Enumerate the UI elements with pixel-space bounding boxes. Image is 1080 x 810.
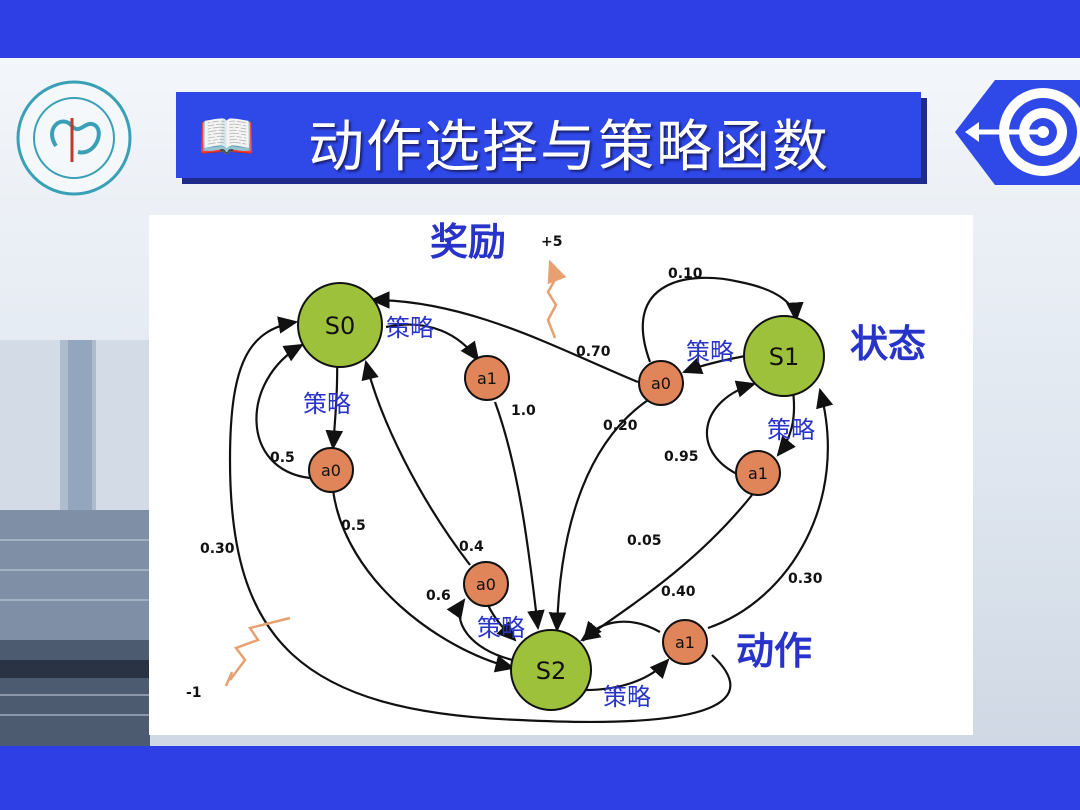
policy-label-3: 策略 — [686, 338, 734, 366]
state-label-s2: S2 — [536, 657, 567, 685]
policy-label-6: 策略 — [603, 683, 651, 711]
prob-030-right: 0.30 — [788, 571, 823, 587]
reward-arrow-plus5 — [546, 259, 567, 339]
bottom-band — [0, 746, 1080, 810]
prob-04: 0.4 — [459, 539, 484, 555]
action-label-a1-bottom: a1 — [675, 633, 695, 652]
edge-s2-a0 — [446, 598, 514, 662]
prob-005: 0.05 — [627, 533, 662, 549]
policy-label-1: 策略 — [386, 314, 434, 342]
prob-05-left: 0.5 — [270, 450, 295, 466]
edge-a0-s2-mid — [487, 604, 517, 642]
reward-arrow-minus1 — [229, 616, 291, 681]
building-image — [0, 340, 150, 746]
action-node-a0-topright — [638, 360, 684, 406]
edge-a1-s2-040 — [582, 620, 661, 642]
edge-a1-s1-030 — [707, 387, 834, 630]
label-state: 状态 — [850, 322, 926, 366]
edge-a1-s1-095 — [705, 380, 757, 475]
policy-label-5: 策略 — [477, 614, 525, 642]
prob-070: 0.70 — [576, 344, 611, 360]
label-action: 动作 — [736, 629, 812, 673]
edge-a0-s1-010 — [641, 276, 804, 363]
reward-plus5: +5 — [541, 234, 562, 250]
action-label-a1-top: a1 — [477, 369, 497, 388]
university-seal-logo — [16, 80, 132, 196]
edge-a1-s0-030 — [228, 316, 732, 723]
action-node-a0-left — [308, 447, 354, 493]
target-icon — [955, 80, 1080, 185]
action-label-a0-mid: a0 — [476, 575, 496, 594]
prob-030-left: 0.30 — [200, 541, 235, 557]
reward-minus1: -1 — [186, 685, 202, 701]
prob-040: 0.40 — [661, 584, 696, 600]
edge-s2-a1 — [584, 658, 670, 692]
action-node-a0-mid — [463, 561, 509, 607]
edge-a1-s2-005 — [580, 494, 753, 642]
state-label-s0: S0 — [325, 312, 356, 340]
prob-010: 0.10 — [668, 266, 703, 282]
action-label-a0-topright: a0 — [651, 374, 671, 393]
edge-a0-s0-070 — [369, 291, 639, 384]
prob-10: 1.0 — [511, 403, 536, 419]
policy-label-2: 策略 — [303, 390, 351, 418]
page-title: 动作选择与策略函数 — [308, 115, 830, 180]
action-node-a1-bottom — [662, 619, 708, 665]
edge-s0-a1 — [385, 323, 480, 362]
state-node-s0 — [297, 282, 383, 368]
mdp-graph: S0 S1 S2 a1 a0 a0 a0 a1 a1 0.10 0.70 1.0… — [186, 220, 926, 723]
action-label-a1-right: a1 — [748, 464, 768, 483]
book-icon: 📖 — [198, 109, 256, 163]
edge-a0-s2-020 — [548, 399, 649, 633]
prob-05-bottom: 0.5 — [341, 518, 366, 534]
action-label-a0-left: a0 — [321, 461, 341, 480]
action-node-a1-right — [735, 450, 781, 496]
top-band — [0, 0, 1080, 58]
state-label-s1: S1 — [769, 343, 800, 371]
state-node-s1 — [743, 315, 825, 397]
edge-a0-s0-loop — [255, 343, 311, 480]
policy-label-4: 策略 — [767, 416, 815, 444]
edge-s1-a0 — [681, 354, 746, 374]
state-node-s2 — [510, 629, 592, 711]
mdp-diagram: S0 S1 S2 a1 a0 a0 a0 a1 a1 0.10 0.70 1.0… — [149, 215, 973, 735]
action-node-a1-top — [464, 355, 510, 401]
prob-06: 0.6 — [426, 588, 451, 604]
edge-a1-s2 — [493, 401, 545, 631]
edge-a0-s0-04 — [361, 359, 471, 566]
title-banner: 📖 动作选择与策略函数 — [176, 92, 921, 180]
edge-a0-s2 — [331, 489, 516, 673]
prob-095: 0.95 — [664, 449, 699, 465]
label-reward: 奖励 — [430, 220, 506, 264]
prob-020: 0.20 — [603, 418, 638, 434]
